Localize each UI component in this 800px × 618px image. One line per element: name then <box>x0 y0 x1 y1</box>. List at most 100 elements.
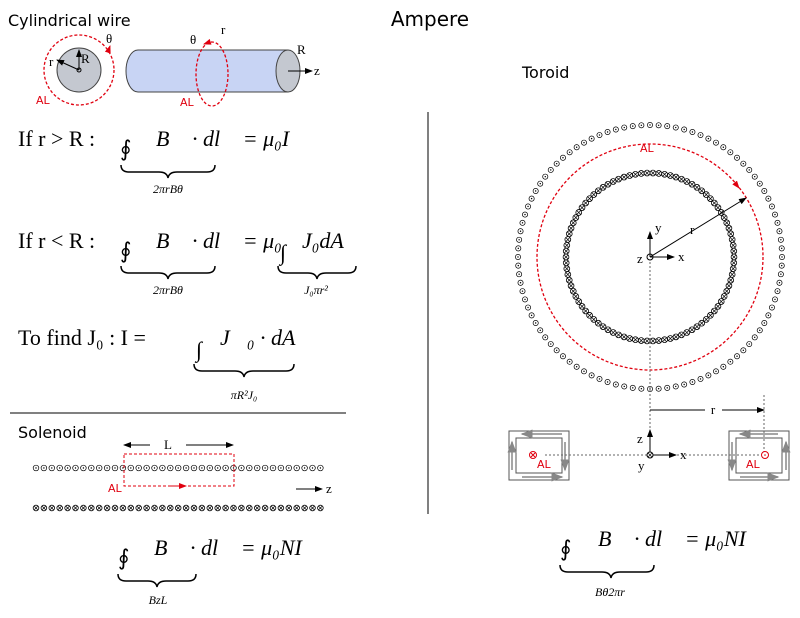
current-in-cross <box>112 505 118 511</box>
z-axis-label: z <box>637 431 643 446</box>
current-out-dot <box>534 322 537 324</box>
current-in-cross <box>633 171 638 177</box>
current-in-cross <box>703 317 709 322</box>
current-out-dot <box>524 213 526 216</box>
current-in-cross <box>731 248 737 254</box>
current-in-cross <box>673 174 679 180</box>
current-out-dot <box>666 387 668 389</box>
current-in-cross <box>591 317 597 322</box>
toroid <box>515 122 785 392</box>
solenoid-equation: ∮ B⃗ · dl⃗ = μ₀NI BzL <box>117 535 303 607</box>
current-out-dot <box>539 182 541 185</box>
current-in-cross <box>689 181 695 187</box>
current-out-dot <box>193 467 195 469</box>
current-out-dot <box>35 467 37 469</box>
current-out-dot <box>583 370 585 373</box>
z-axis-label: z <box>637 251 643 266</box>
current-out-dot <box>590 137 593 140</box>
current-out-dot <box>699 378 702 380</box>
current-out-dot <box>521 222 524 224</box>
current-in-cross <box>270 505 276 511</box>
current-out-dot <box>771 205 773 208</box>
current-out-dot <box>280 467 282 469</box>
current-in-cross <box>730 243 736 248</box>
current-in-cross <box>41 505 47 511</box>
current-in-cross <box>302 505 307 511</box>
underbrace-label: 2πrBθ <box>153 182 183 196</box>
current-out-dot <box>568 151 571 153</box>
current-out-dot <box>763 190 766 192</box>
equation-body: B⃗ · dl⃗ = μ₀ <box>156 228 282 253</box>
current-out-dot <box>649 124 651 126</box>
length-label: L <box>164 437 172 452</box>
current-out-dot <box>776 222 779 224</box>
current-out-dot <box>759 329 761 332</box>
current-in-cross <box>152 505 157 511</box>
al-label: AL <box>746 458 761 471</box>
current-in-cross <box>73 505 78 511</box>
wire-radius-label: R <box>81 51 90 66</box>
current-out-dot <box>544 175 546 178</box>
current-out-dot <box>699 134 702 136</box>
z-axis-label: z <box>326 481 332 496</box>
current-in-cross <box>721 215 727 220</box>
current-out-dot <box>615 383 617 386</box>
current-out-dot <box>583 141 585 144</box>
current-in-cross <box>591 192 597 197</box>
equation-r-greater-R: If r > R : ∮ B⃗ · dl⃗ = μ₀I 2πrBθ <box>18 126 291 196</box>
current-out-dot <box>518 273 520 275</box>
current-out-dot <box>59 467 61 469</box>
theta-label: θ <box>106 31 112 46</box>
current-in-cross <box>579 205 585 210</box>
equation-body: J⃗₀ · dA⃗ <box>220 325 313 350</box>
current-in-cross <box>650 170 656 176</box>
current-in-cross <box>699 320 704 326</box>
current-in-cross <box>576 299 582 304</box>
current-out-dot <box>122 467 124 469</box>
current-out-dot <box>675 385 677 388</box>
current-in-cross <box>286 505 292 511</box>
current-in-cross <box>191 505 197 511</box>
current-out-dot <box>691 381 694 383</box>
current-out-dot <box>767 197 770 200</box>
current-in-cross <box>610 330 616 335</box>
current-in-cross <box>563 254 569 260</box>
current-out-dot <box>781 247 783 250</box>
current-out-dot <box>264 467 266 469</box>
current-out-dot <box>781 264 783 267</box>
current-in-cross <box>175 505 181 511</box>
current-in-cross <box>144 505 149 511</box>
current-in-cross <box>262 505 268 511</box>
current-out-dot <box>517 256 519 258</box>
current-in-cross <box>65 505 70 511</box>
current-in-cross <box>136 505 141 511</box>
current-in-cross <box>318 505 323 511</box>
current-in-cross <box>239 505 244 511</box>
current-in-cross <box>668 173 673 178</box>
current-out-dot <box>729 151 732 153</box>
radius-label: r <box>221 22 226 37</box>
current-out-dot <box>303 467 306 469</box>
current-in-cross <box>715 304 721 309</box>
contour-integral-sign: ∮ <box>560 536 571 561</box>
current-out-dot <box>754 336 756 339</box>
current-out-dot <box>517 264 519 267</box>
current-in-cross <box>689 327 695 333</box>
current-in-cross <box>579 304 585 309</box>
current-in-cross <box>247 505 252 511</box>
current-out-dot <box>774 213 776 216</box>
current-in-cross <box>662 171 667 177</box>
current-out-dot <box>598 134 601 136</box>
current-out-dot <box>615 128 617 131</box>
current-out-dot <box>224 467 227 469</box>
current-in-cross <box>633 337 638 343</box>
current-out-dot <box>90 467 93 469</box>
current-out-dot <box>185 467 187 469</box>
current-out-dot <box>145 467 148 469</box>
al-label: AL <box>537 458 552 471</box>
current-in-cross <box>81 505 86 511</box>
current-out-dot <box>774 298 776 301</box>
current-out-dot <box>521 290 524 292</box>
current-in-cross <box>565 237 571 242</box>
wire-title: Cylindrical wire <box>8 11 131 30</box>
